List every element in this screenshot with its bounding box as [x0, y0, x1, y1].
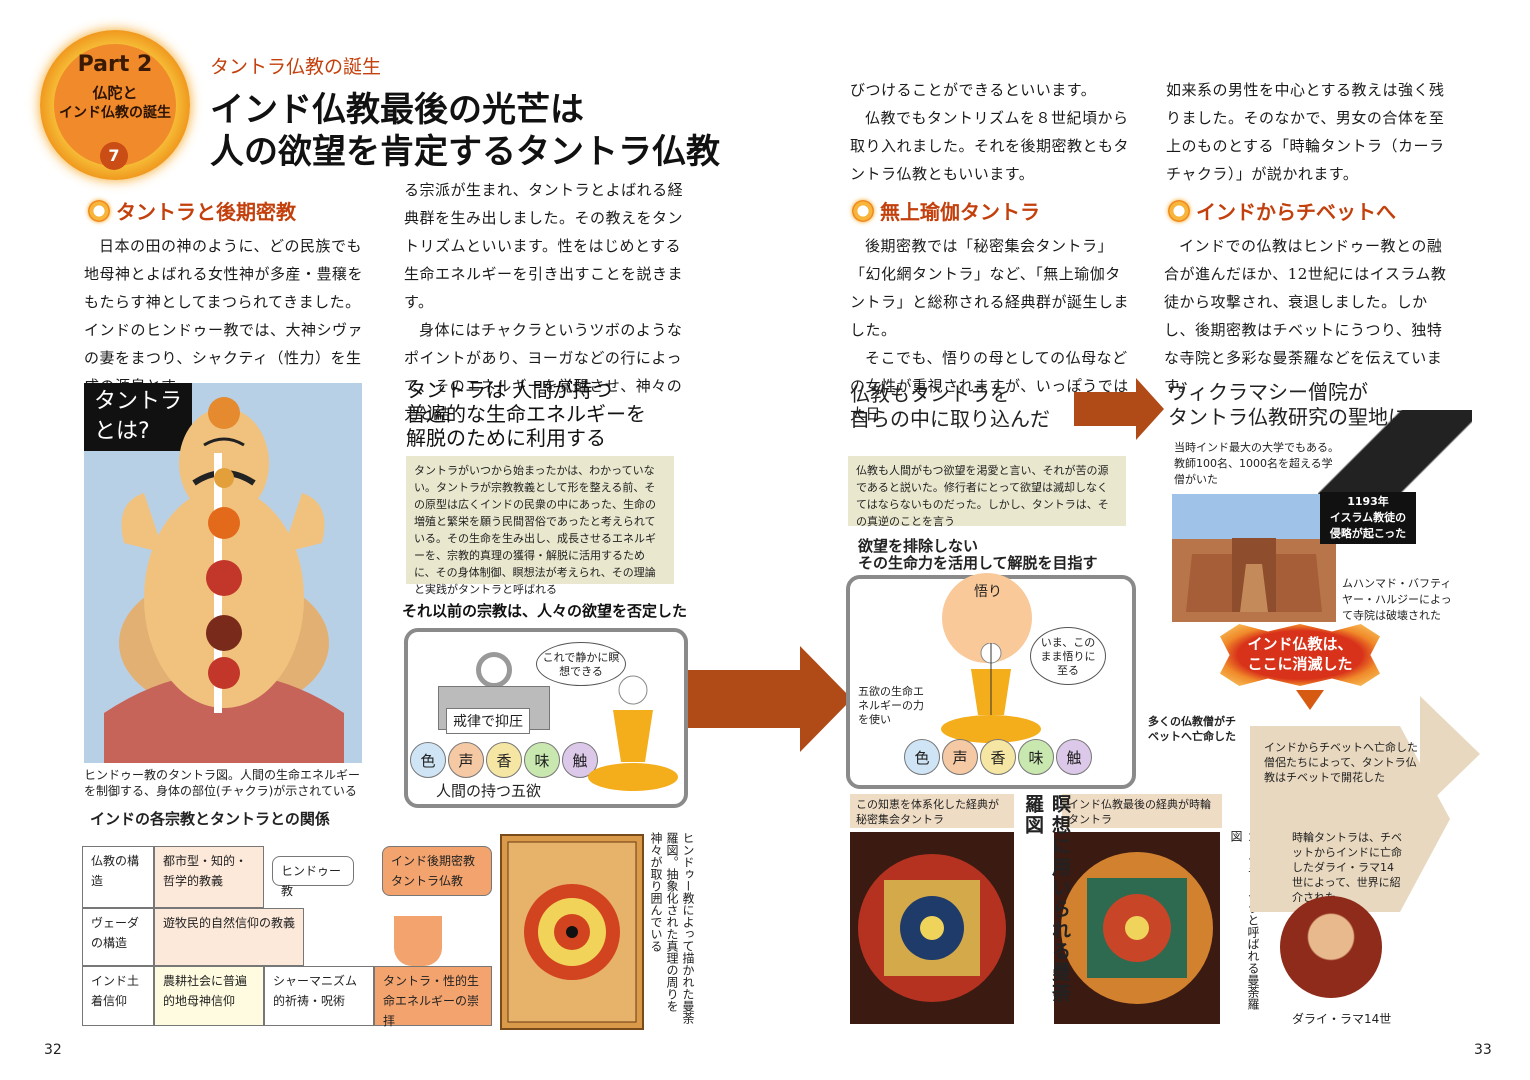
funnel-shape [394, 916, 442, 966]
down-arrow [1296, 690, 1324, 710]
side-label: 五欲の生命エネルギーの力を使い [858, 685, 924, 726]
part-line2: インド仏教の誕生 [59, 105, 171, 121]
weight-ring [476, 652, 512, 688]
sense-color: 色 [904, 739, 940, 775]
section1-col1: 日本の田の神のように、どの民族でも地母神とよばれる女性神が多産・豊穣をもたらす神… [84, 237, 364, 395]
meditating-figure-new [941, 643, 1041, 743]
section-heading-tantra: タントラと後期密教 [88, 196, 296, 225]
section1-col2: る宗派が生まれ、タントラとよばれる経典群を生み出しました。その教えをタントリズム… [404, 181, 684, 423]
mandala-right-caption: インド仏教最後の経典が時輪タントラ [1062, 794, 1222, 828]
sun-icon [852, 199, 874, 222]
row-native-c2: シャーマニズム的祈祷・呪術 [264, 966, 374, 1026]
destroy-note: ムハンマド・バフティヤー・ハルジーによって寺院は破壊された [1340, 574, 1456, 626]
tantra-label-2: とは? [94, 419, 150, 444]
right-arrow-1-head [1136, 378, 1164, 440]
late-tantra-box: インド後期密教 タントラ仏教 [382, 846, 492, 896]
row-native-c3: タントラ・性的生命エネルギーの崇拝 [374, 966, 492, 1028]
page-number-left: 32 [44, 1042, 62, 1058]
relation-table: 仏教の構造 都市型・知的・哲学的教義 ヴェーダの構造 遊牧民的自然信仰の教義 イ… [82, 846, 492, 1028]
weight-label: 戒律で抑圧 [446, 708, 530, 734]
mandala-icon [1061, 852, 1213, 1004]
senses-row-old: 色 声 香 味 触 [410, 742, 598, 778]
section3-body: インドでの仏教はヒンドゥー教との融合が進んだほか、12世紀にはイスラム教徒から攻… [1164, 237, 1447, 395]
section3-lead: 如来系の男性を中心とする教えは強く残りました。そのなかで、男女の合体を至上のもの… [1166, 81, 1445, 183]
section2-body: 後期密教では「秘密集会タントラ」「幻化網タントラ」など、「無上瑜伽タントラ」と総… [850, 237, 1130, 423]
tantra-label-1: タントラ [94, 389, 183, 414]
tibet-note: インドからチベットへ亡命した僧侶たちによって、タントラ仏教はチベットで開花した [1264, 741, 1418, 784]
hindu-mandala-image [500, 834, 644, 1030]
sun-icon [88, 199, 110, 222]
new-diagram-box: 仏教も人間がもつ欲望を渇愛と言い、それが苦の源であると説いた。修行者にとって欲望… [848, 456, 1126, 528]
old-religion-diagram: これで静かに瞑想できる 戒律で抑圧 色 声 香 味 触 人間の持つ五欲 [404, 628, 688, 808]
satori-label: 悟り [974, 584, 1002, 600]
page-number-right: 33 [1474, 1042, 1492, 1058]
row-buddhism-label: 仏教の構造 [82, 846, 154, 908]
dalai-lama-portrait [1280, 896, 1382, 998]
chapter-number: 7 [100, 142, 128, 170]
mandala-left-image [850, 832, 1014, 1024]
hindu-box: ヒンドゥー教 [272, 856, 354, 898]
sense-voice: 声 [448, 742, 484, 778]
new-diagram-subheading: 欲望を排除しない その生命力を活用して解脱を目指す [858, 537, 1098, 572]
title-kicker: タントラ仏教の誕生 [210, 56, 382, 78]
row-veda-label: ヴェーダの構造 [82, 908, 154, 966]
speech-bubble-new: いま、このまま悟りに至る [1030, 627, 1106, 685]
sense-color: 色 [410, 742, 446, 778]
mandala-icon [507, 841, 637, 1023]
mandala-vertical-title: 瞑想に用いられる曼荼羅図 [1022, 794, 1071, 1004]
dalai-lama-caption: ダライ・ラマ14世 [1292, 1012, 1392, 1026]
hindu-mandala-caption: ヒンドゥー教によって描かれた曼荼羅図。抽象化された真理の周りを神々が取り囲んでい… [649, 832, 695, 1024]
sense-scent: 香 [486, 742, 522, 778]
vikramashila-photo [1172, 494, 1336, 622]
center-arrow-head [800, 646, 852, 752]
row-native-c1: 農耕社会に普遍的地母神信仰 [154, 966, 264, 1026]
sense-scent: 香 [980, 739, 1016, 775]
relation-heading: インドの各宗教とタントラとの関係 [90, 810, 330, 828]
mandala-left-caption: この知恵を体系化した経典が秘密集会タントラ [850, 794, 1014, 828]
sense-taste: 味 [1018, 739, 1054, 775]
part-badge: Part 2 仏陀と インド仏教の誕生 7 [40, 30, 195, 180]
tantra-definition-heading: タントラは 人間が持つ 普遍的な生命エネルギーを 解脱のために利用する [406, 378, 646, 450]
mandala-icon [858, 854, 1006, 1002]
sun-icon [1168, 199, 1190, 222]
senses-label-old: 人間の持つ五欲 [436, 782, 542, 800]
right-arrow-1 [1074, 392, 1136, 426]
new-religion-diagram: 悟り いま、このまま悟りに至る 五欲の生命エネルギーの力を使い 色 声 香 味 … [846, 573, 1136, 789]
year-box: 1193年 イスラム教徒の 侵略が起こった [1320, 492, 1416, 544]
sense-taste: 味 [524, 742, 560, 778]
tibet-arrow-head [1420, 696, 1480, 812]
new-diagram-heading: 仏教もタントラを 自らの中に取り込んだ [850, 382, 1050, 431]
row-buddhism-cell: 都市型・知的・哲学的教義 [154, 846, 264, 908]
sense-voice: 声 [942, 739, 978, 775]
tantra-definition-box: タントラがいつから始まったかは、わかっていない。タントラが宗教教義として形を整え… [406, 456, 674, 596]
chakra-body-illustration [104, 397, 344, 763]
part-number: Part 2 [77, 52, 153, 77]
old-religion-heading: それ以前の宗教は、人々の欲望を否定した [402, 602, 688, 620]
meditating-figure-old [588, 675, 678, 791]
vikramashila-heading: ヴィクラマシー僧院が タントラ仏教研究の聖地に [1168, 380, 1408, 429]
page-title-line1: インド仏教最後の光芒は [210, 90, 584, 130]
part-line1: 仏陀と [92, 84, 138, 102]
ruins-icon [1186, 538, 1322, 612]
speech-bubble: これで静かに瞑想できる [536, 642, 626, 686]
sense-touch: 触 [1056, 739, 1092, 775]
tantra-figure: タントラ とは? [84, 383, 362, 763]
senses-row-new: 色 声 香 味 触 [904, 739, 1092, 775]
mandala-right-image [1054, 832, 1220, 1024]
section-heading-tibet: インドからチベットへ [1168, 196, 1396, 225]
row-veda-cell: 遊牧民的自然信仰の教義 [154, 908, 304, 966]
extinction-burst: インド仏教は、 ここに消滅した [1220, 624, 1380, 686]
center-arrow [688, 670, 800, 728]
monks-flee-label: 多くの仏教僧がチベットへ亡命した [1148, 715, 1236, 743]
vikramashila-note: 当時インド最大の大学でもある。教師100名、1000名を超える学僧がいた [1174, 441, 1339, 486]
tibet-arrow [1250, 726, 1450, 912]
section2-lead: びつけることができるといいます。 仏教でもタントリズムを８世紀頃から取り入れまし… [850, 81, 1130, 183]
section-heading-yoga: 無上瑜伽タントラ [852, 196, 1040, 225]
row-native-label: インド土着信仰 [82, 966, 154, 1026]
kala-note: 時輪タントラは、チベットからインドに亡命したダライ・ラマ14世によって、世界に紹… [1292, 831, 1402, 904]
page-title-line2: 人の欲望を肯定するタントラ仏教 [210, 132, 720, 172]
tantra-figure-caption: ヒンドゥー教のタントラ図。人間の生命エネルギーを制御する、身体の部位(チャクラ)… [84, 768, 361, 798]
